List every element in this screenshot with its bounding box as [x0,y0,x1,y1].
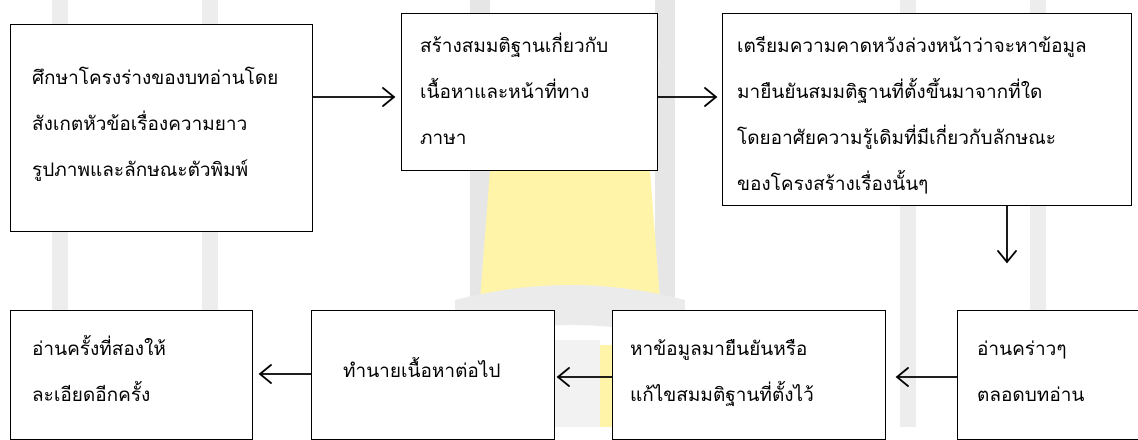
step1-line1: ศึกษาโครงร่างของบทอ่านโดย [32,67,279,89]
step-box-4 [957,310,1138,440]
step1-line3: รูปภาพและลักษณะตัวพิมพ์ [32,159,249,181]
step-box-3 [722,13,1132,206]
step-box-1 [10,24,313,232]
step6-line1: ทำนายเนื้อหาต่อไป [343,360,501,382]
step4-line2: ตลอดบทอ่าน [977,384,1085,406]
step1-line2: สังเกตหัวข้อเรื่องความยาว [32,113,248,135]
step-box-7 [10,310,253,440]
step2-line1: สร้างสมมติฐานเกี่ยวกับ [420,35,609,57]
step7-line1: อ่านครั้งที่สองให้ [32,338,166,360]
step3-line3: โดยอาศัยความรู้เดิมที่มีเกี่ยวกับลักษณะ [737,127,1057,149]
step2-line3: ภาษา [420,127,467,149]
step2-line2: เนื้อหาและหน้าที่ทาง [420,81,590,103]
step3-line1: เตรียมความคาดหวังล่วงหน้าว่าจะหาข้อมูล [737,35,1087,57]
step-box-2 [401,13,658,171]
step7-line2: ละเอียดอีกครั้ง [32,384,151,406]
connector-arrows [258,87,1017,387]
step3-line4: ของโครงสร้างเรื่องนั้นๆ [737,173,929,195]
step5-line1: หาข้อมูลมายืนยันหรือ [630,338,808,360]
step-box-5 [612,310,886,440]
step4-line1: อ่านคร่าวๆ [977,338,1067,360]
step5-line2: แก้ไขสมมติฐานที่ตั้งไว้ [630,384,814,406]
step3-line2: มายืนยันสมมติฐานที่ตั้งขึ้นมาจากที่ใด [737,81,1043,103]
